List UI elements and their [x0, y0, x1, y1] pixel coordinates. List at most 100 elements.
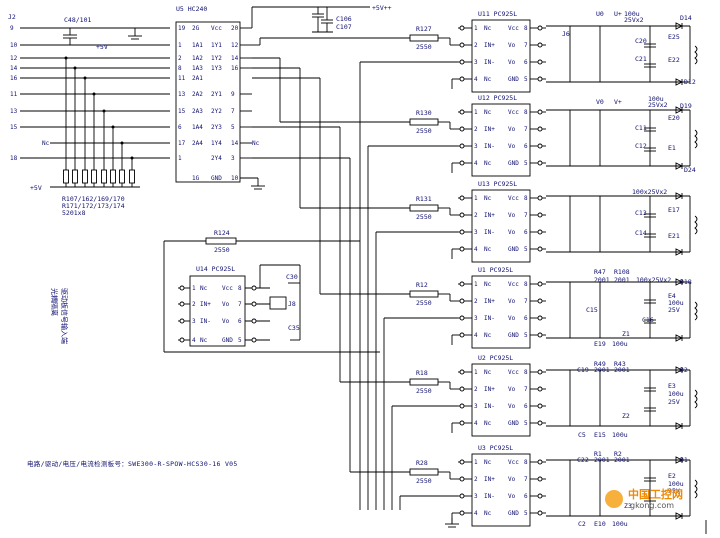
opto-pin-number: 4: [474, 420, 478, 427]
resistor-label: R47: [594, 268, 606, 276]
diode-label: Z2: [622, 412, 630, 420]
opto-pin-name: IN+: [484, 476, 495, 483]
pin-circle: [459, 369, 465, 375]
diode: [675, 278, 684, 286]
ic-pin-name: 1A3: [192, 65, 203, 72]
svg-text:2550: 2550: [214, 246, 230, 254]
resistor: [409, 290, 439, 298]
diode-label: D18: [680, 278, 692, 286]
diode-label: Z1: [622, 330, 630, 338]
capacitor-label: E19: [594, 340, 606, 348]
opto-pin-number: 2: [474, 212, 478, 219]
opto-pin-number: 6: [524, 403, 528, 410]
ic-pin-number: 10: [231, 175, 239, 182]
pin-circle: [251, 301, 257, 307]
ic-pin-number: 9: [231, 91, 235, 98]
resistor-value: 2550: [416, 299, 432, 307]
ic-pin-name: 2Y4: [211, 155, 222, 162]
pin-circle: [537, 369, 543, 375]
opto-pin-name: Nc: [484, 246, 492, 253]
ic-pin-number: 15: [178, 108, 186, 115]
resistor-r124: R124 2550: [163, 229, 380, 353]
opto-pin-name: IN-: [484, 493, 495, 500]
pin-circle: [459, 246, 465, 252]
resistor-value: 2550: [416, 213, 432, 221]
opto-pin-number: 7: [524, 476, 528, 483]
opto-pin-name: Vcc: [508, 281, 519, 288]
opto-pin-number: 6: [524, 143, 528, 150]
capacitor-label: E1: [668, 144, 676, 152]
j2-pin: 11: [10, 91, 18, 98]
cap-value: 100x25Vx2: [632, 188, 667, 196]
svg-text:光耦隔离: 光耦隔离: [50, 288, 59, 316]
pin-circle: [459, 476, 465, 482]
opto-pin-number: 4: [474, 246, 478, 253]
ic-pin-name: 1A1: [192, 42, 203, 49]
ic-pin-number: 17: [178, 140, 186, 147]
resnet-label: R171/172/173/174: [62, 202, 125, 210]
cap-value: 100u: [668, 480, 684, 488]
opto-pin-number: 5: [524, 160, 528, 167]
resistor: [110, 169, 116, 184]
opto-pin-number: 5: [238, 337, 242, 344]
ic-pin-name: 1A2: [192, 55, 203, 62]
pin-circle: [537, 246, 543, 252]
opto-pin-name: Nc: [484, 25, 492, 32]
opto-pin-number: 7: [238, 301, 242, 308]
watermark-logo: 中国工控网 gkong.com: [605, 487, 683, 510]
opto-pin-number: 4: [474, 332, 478, 339]
capacitor-label: E22: [668, 56, 680, 64]
capacitor-label: C11: [635, 124, 647, 132]
opto-pin-name: Vcc: [508, 195, 519, 202]
pin-circle: [251, 318, 257, 324]
opto-pin-name: IN+: [200, 301, 211, 308]
pin-circle: [459, 195, 465, 201]
resistor: [409, 468, 439, 476]
ic-pin-name: GND: [211, 175, 222, 182]
ic-pin-number: 7: [231, 108, 235, 115]
opto-pin-name: Nc: [484, 369, 492, 376]
j2-pin-labels: 9 10 12 14 16 11 13 15 Nc 18: [10, 25, 50, 162]
opto-ref: U2 PC925L: [478, 354, 513, 362]
resistor: [409, 118, 439, 126]
output-stage: [546, 106, 698, 170]
opto-pin-name: Nc: [484, 109, 492, 116]
rail-label: V0: [596, 98, 604, 106]
pin-circle: [251, 285, 257, 291]
capacitor-label: C21: [635, 55, 647, 63]
output-stage: [546, 366, 698, 430]
capacitor-c48: C48/101 +5V: [63, 16, 108, 51]
ic-pin-number: 2: [178, 55, 182, 62]
opto-pin-name: GND: [508, 332, 519, 339]
pin-circle: [537, 332, 543, 338]
ic-pin-name: 1G: [192, 175, 200, 182]
j2-pin: 15: [10, 124, 18, 131]
capacitor-label: E2: [668, 472, 676, 480]
opto-pin-name: IN-: [200, 318, 211, 325]
opto-pin-number: 4: [474, 510, 478, 517]
resistor-label: 2001: [594, 366, 610, 374]
pin-circle: [459, 143, 465, 149]
ic-pin-number: 11: [178, 75, 186, 82]
junction-dot: [92, 92, 96, 96]
opto-pin-number: 3: [474, 493, 478, 500]
opto-pin-number: 2: [474, 126, 478, 133]
opto-pin-name: Nc: [200, 285, 208, 292]
board-title: 电路/驱动/电压/电流检测板号：SWE300-R-SPOW-HCS30-16 V…: [27, 459, 238, 468]
opto-pin-number: 1: [474, 195, 478, 202]
capacitor-label: C16: [642, 316, 654, 324]
opto-pin-number: 8: [524, 195, 528, 202]
output-stage: [546, 278, 698, 342]
opto-pin-name: Vo: [508, 212, 516, 219]
capacitor-label: E20: [668, 114, 680, 122]
opto-pin-name: Nc: [484, 160, 492, 167]
diode: [675, 456, 684, 464]
pin-circle: [537, 229, 543, 235]
opto-pin-number: 7: [524, 298, 528, 305]
resnet-label: 5201x8: [62, 209, 86, 217]
vertical-note: 驱动板信号输入端 光耦隔离: [50, 288, 69, 344]
pin-circle: [537, 459, 543, 465]
